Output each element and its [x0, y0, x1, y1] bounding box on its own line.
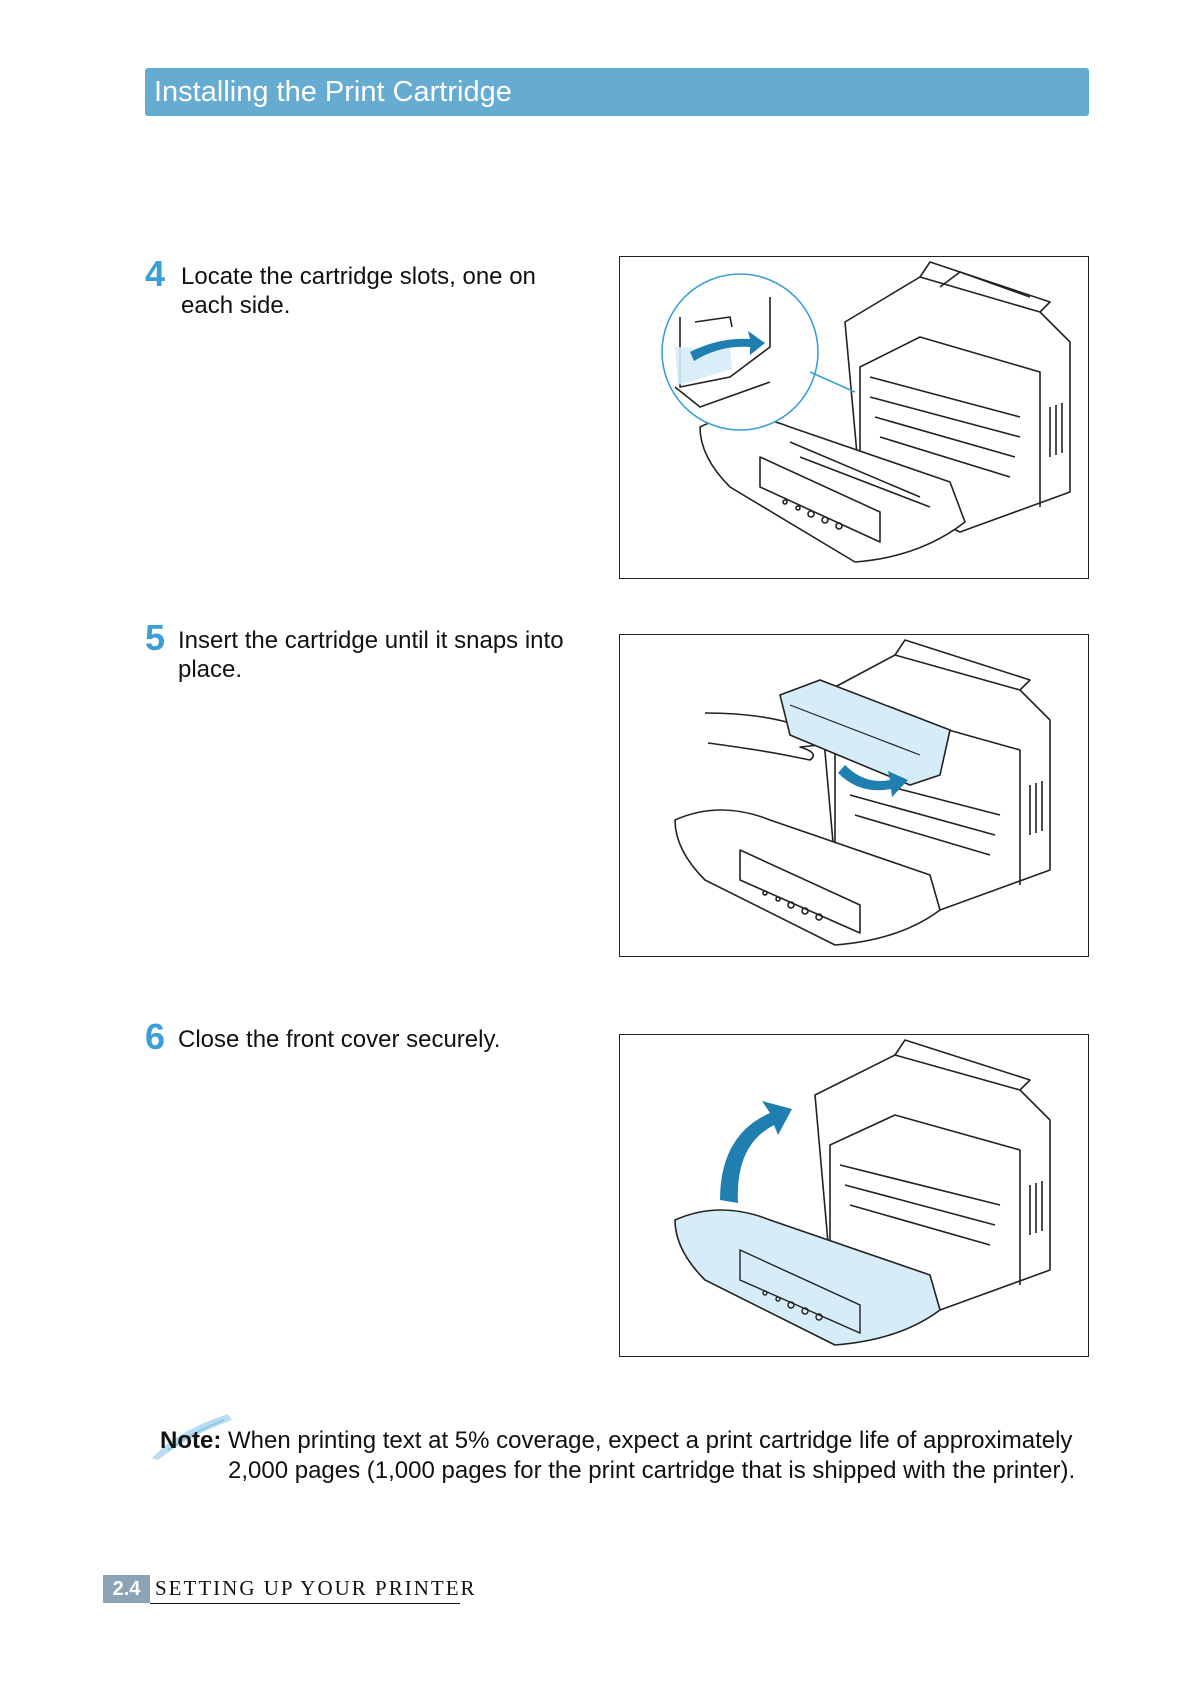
note-pen-icon [152, 1414, 232, 1460]
step-6-number: 6 [145, 1016, 166, 1057]
note-text-line-2: 2,000 pages (1,000 pages for the print c… [228, 1457, 1076, 1484]
step-6-figure [619, 1034, 1089, 1357]
step-5-text: Insert the cartridge until it snaps into… [178, 626, 564, 684]
section-header-bar: Installing the Print Cartridge [145, 68, 1089, 116]
step-4-figure [619, 256, 1089, 579]
step-5-line-2: place. [178, 656, 243, 683]
footer-section-title: Setting Up Your Printer [155, 1576, 477, 1600]
step-4-line-2: each side. [181, 292, 291, 319]
page-number-badge: 2.4 [103, 1575, 150, 1603]
step-4-text: Locate the cartridge slots, one on each … [181, 262, 536, 320]
step-6-line-1: Close the front cover securely. [178, 1026, 501, 1053]
footer-rule [150, 1603, 460, 1604]
note-label: Note: [160, 1427, 222, 1454]
step-6-text: Close the front cover securely. [178, 1025, 500, 1054]
note-line-1: Note: When printing text at 5% coverage,… [160, 1426, 1072, 1456]
printer-insert-cartridge-illustration [674, 639, 1051, 946]
step-4-line-1: Locate the cartridge slots, one on [181, 263, 536, 290]
step-5-number: 5 [145, 617, 166, 658]
printer-open-cover-slot-illustration [661, 261, 1071, 563]
step-4-number: 4 [145, 253, 166, 294]
note-text-line-1: When printing text at 5% coverage, expec… [228, 1427, 1073, 1454]
step-5-figure [619, 634, 1089, 957]
printer-close-cover-illustration [674, 1039, 1051, 1346]
section-title: Installing the Print Cartridge [154, 75, 512, 108]
step-5-line-1: Insert the cartridge until it snaps into [178, 627, 564, 654]
